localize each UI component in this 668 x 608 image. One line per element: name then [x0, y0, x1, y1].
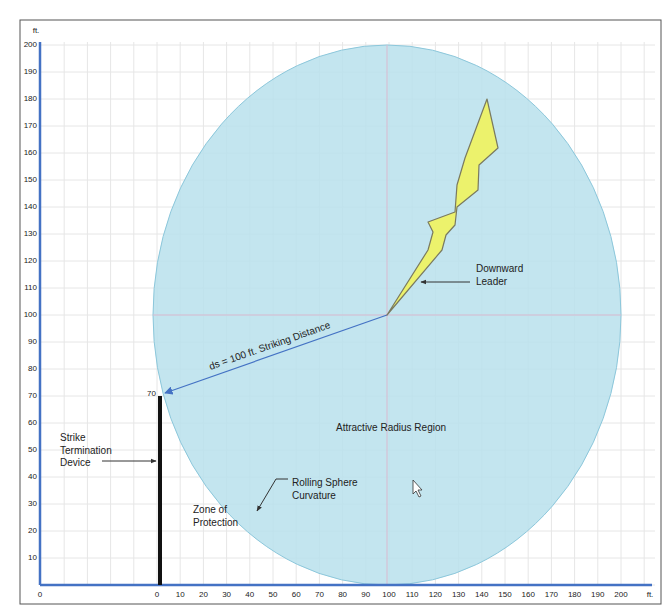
tick-label: 80 — [338, 590, 347, 600]
tick-label: 90 — [361, 590, 370, 600]
tick-label: 30 — [222, 590, 231, 600]
tick-label: 0 — [155, 590, 159, 600]
strike-termination-rod — [158, 396, 162, 585]
tick-label: 60 — [28, 418, 37, 428]
tick-label: 180 — [24, 94, 37, 104]
tick-label: 40 — [28, 472, 37, 482]
tick-label: 120 — [24, 256, 37, 266]
tick-label: 10 — [28, 553, 37, 563]
striking-distance-arrow — [165, 315, 387, 393]
tick-label: 200 — [614, 590, 627, 600]
callout-label: Rolling Sphere Curvature — [292, 477, 370, 502]
grid-line — [40, 315, 655, 316]
tick-label: 140 — [475, 590, 488, 600]
tick-label: 80 — [28, 364, 37, 374]
grid — [40, 42, 655, 585]
tick-label: 60 — [292, 590, 301, 600]
grid-line — [40, 585, 655, 586]
tick-label: 50 — [269, 590, 278, 600]
tick-label: 50 — [28, 445, 37, 455]
tick-label: 110 — [24, 283, 37, 293]
tick-label: 10 — [176, 590, 185, 600]
tick-label: 70 — [315, 590, 324, 600]
tick-label: 200 — [24, 40, 37, 50]
mouse-cursor — [413, 480, 422, 497]
tick-label: 0 — [38, 590, 42, 600]
tick-label: 90 — [28, 337, 37, 347]
rolling-sphere — [153, 45, 621, 585]
tick-label: 160 — [522, 590, 535, 600]
axis-unit: ft. — [647, 590, 654, 600]
tick-label: 130 — [452, 590, 465, 600]
tick-label: 180 — [568, 590, 581, 600]
tick-label: 20 — [199, 590, 208, 600]
tick-label: 160 — [24, 148, 37, 158]
tick-label: 40 — [245, 590, 254, 600]
tick-label: 170 — [545, 590, 558, 600]
leader-line — [421, 282, 470, 283]
tick-label: 170 — [24, 121, 37, 131]
tick-label: 190 — [24, 67, 37, 77]
frame — [20, 20, 661, 604]
height-label: 70 — [147, 389, 156, 399]
y-axis — [39, 42, 42, 585]
tick-label: 70 — [28, 391, 37, 401]
tick-label: 110 — [406, 590, 419, 600]
tick-label: 190 — [591, 590, 604, 600]
axis-unit: ft. — [33, 26, 40, 36]
leader-line — [257, 479, 288, 511]
tick-label: 120 — [429, 590, 442, 600]
tick-label: 30 — [28, 499, 37, 509]
region-label: Attractive Radius Region — [336, 422, 446, 435]
leader-line — [102, 461, 156, 462]
region-label: Zone of Protection — [193, 504, 255, 529]
callout-label: Strike Termination Device — [60, 432, 122, 470]
tick-label: 130 — [24, 229, 37, 239]
tick-label: 100 — [382, 590, 395, 600]
tick-label: 140 — [24, 202, 37, 212]
tick-label: 20 — [28, 526, 37, 536]
tick-label: 150 — [498, 590, 511, 600]
tick-label: 100 — [24, 310, 37, 320]
callout-label: Downward Leader — [476, 263, 536, 288]
x-axis — [40, 584, 652, 587]
grid-line — [40, 45, 655, 46]
tick-label: 150 — [24, 175, 37, 185]
